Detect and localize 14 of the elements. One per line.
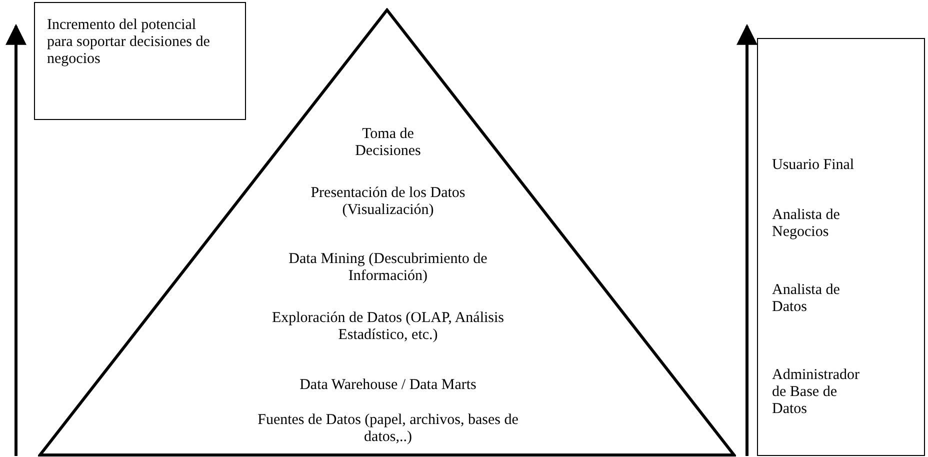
- level-label: Toma de Decisiones: [354, 126, 422, 160]
- text-box: [34, 2, 246, 120]
- level-label: Fuentes de Datos (papel, archivos, bases de datos,..): [256, 412, 520, 446]
- annotation-text: Incremento del potencial para soportar decisiones de negocios: [47, 17, 211, 68]
- level-label: Data Warehouse / Data Marts: [298, 377, 478, 394]
- level-label: Exploración de Datos (OLAP, Análisis Estadístico, etc.): [270, 310, 506, 344]
- role-label: Analista de Datos: [772, 282, 841, 316]
- role-label: Administrador de Base de Datos: [772, 367, 860, 418]
- level-label: Presentación de los Datos (Visualización): [310, 185, 466, 219]
- level-label: Data Mining (Descubrimiento de Información): [288, 251, 488, 285]
- role-label: Usuario Final: [772, 157, 856, 174]
- pyramid-shape: [38, 8, 736, 457]
- text-box: [757, 38, 925, 456]
- role-label: Analista de Negocios: [772, 207, 841, 241]
